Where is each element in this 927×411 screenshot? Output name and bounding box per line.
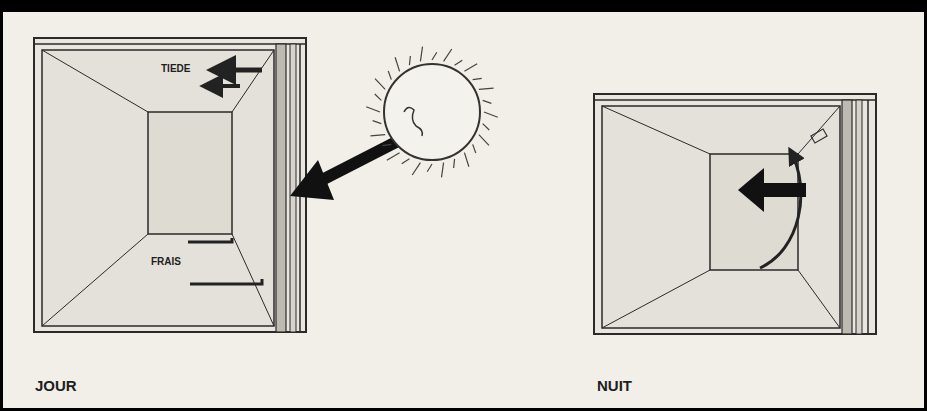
sun-ray bbox=[375, 94, 382, 100]
sun-ray bbox=[483, 124, 490, 130]
air-label: FRAIS bbox=[150, 257, 182, 267]
night-arrows bbox=[738, 129, 827, 268]
sun-ray bbox=[455, 60, 463, 65]
sun-ray bbox=[444, 49, 452, 61]
sun-ray bbox=[441, 163, 443, 178]
sun-ray bbox=[427, 164, 432, 172]
sun-ray bbox=[412, 163, 420, 175]
solar-ray-arrow bbox=[290, 140, 400, 200]
sun-ray bbox=[464, 64, 477, 71]
sun-ray bbox=[453, 159, 455, 168]
sun-ray bbox=[366, 107, 380, 112]
sun-ray bbox=[387, 153, 400, 160]
sun-ray bbox=[395, 57, 399, 71]
sun-ray bbox=[409, 56, 411, 65]
sun-ray bbox=[420, 47, 422, 62]
sun-ray bbox=[484, 112, 498, 117]
sun-ray bbox=[432, 52, 437, 60]
sun-ray bbox=[373, 121, 382, 124]
sun-ray bbox=[479, 135, 489, 146]
sun-ray bbox=[388, 71, 391, 80]
night-room bbox=[594, 94, 876, 334]
sun bbox=[366, 47, 498, 178]
top-band bbox=[0, 0, 927, 12]
sun-ray bbox=[473, 144, 476, 153]
air-arrows bbox=[188, 70, 262, 284]
sun-ray bbox=[375, 79, 385, 90]
sun-ray bbox=[473, 78, 482, 79]
air-label: TIEDE bbox=[160, 64, 191, 74]
day-room bbox=[34, 38, 306, 332]
sun-ray bbox=[464, 153, 468, 167]
sun-ray bbox=[402, 159, 410, 164]
panel-title: JOUR bbox=[34, 378, 78, 393]
panel-title: NUIT bbox=[596, 378, 633, 393]
sun-ray bbox=[483, 100, 492, 103]
sun-ray bbox=[479, 88, 494, 89]
sun-ray bbox=[382, 144, 391, 145]
sun-ray bbox=[370, 135, 385, 136]
